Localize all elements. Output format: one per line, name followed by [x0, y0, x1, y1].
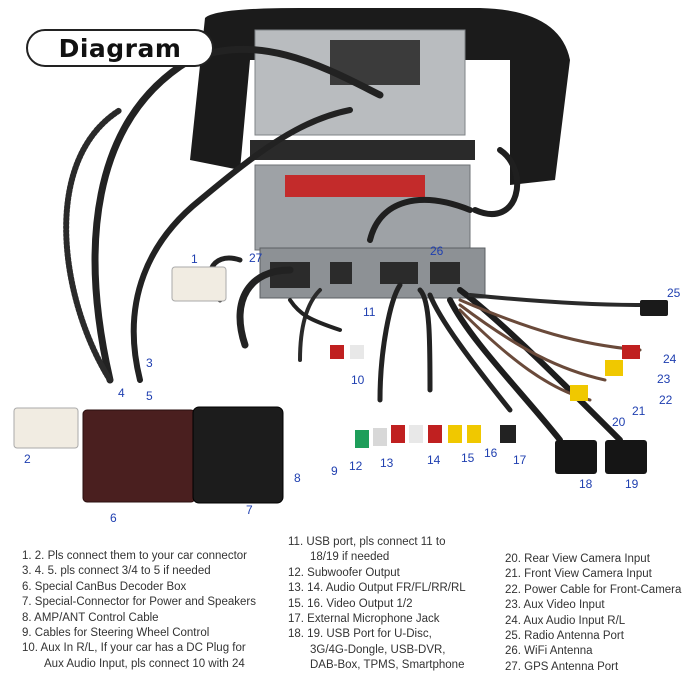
- legend-item: 27. GPS Antenna Port: [505, 660, 619, 673]
- callout-26: 26: [430, 244, 444, 258]
- callout-5: 5: [146, 389, 153, 403]
- callout-24: 24: [663, 352, 677, 366]
- wiring-diagram-illustration: 1 2 3 4 5 6 7 8 9 10 11 12 13 14 15 16 1…: [13, 8, 681, 525]
- callout-19: 19: [625, 477, 639, 491]
- legend-item: 25. Radio Antenna Port: [505, 630, 624, 643]
- legend-item: 3. 4. 5. pls connect 3/4 to 5 if needed: [22, 565, 211, 578]
- special-connector: [192, 406, 284, 504]
- legend-column-2: 11. USB port, pls connect 11 to 18/19 if…: [288, 535, 466, 674]
- connector-1: [171, 266, 227, 302]
- callout-8: 8: [294, 471, 301, 485]
- legend-item: 24. Aux Audio Input R/L: [505, 614, 626, 627]
- legend-item: 18. 19. USB Port for U-Disc,: [288, 628, 432, 641]
- legend-item: DAB-Box, TPMS, Smartphone: [310, 659, 465, 672]
- callout-1: 1: [191, 252, 198, 266]
- legend-item: 1. 2. Pls connect them to your car conne…: [22, 550, 248, 562]
- legend: 1. 2. Pls connect them to your car conne…: [0, 533, 700, 700]
- legend-item: 20. Rear View Camera Input: [505, 553, 650, 565]
- callout-10: 10: [351, 373, 365, 387]
- legend-item: 15. 16. Video Output 1/2: [288, 597, 413, 610]
- cable-bundle: [63, 45, 642, 443]
- legend-item: 8. AMP/ANT Control Cable: [22, 611, 159, 624]
- callout-25: 25: [667, 286, 681, 300]
- legend-item: 21. Front View Camera Input: [505, 568, 652, 581]
- callout-22: 22: [659, 393, 673, 407]
- callout-17: 17: [513, 453, 527, 467]
- callout-12: 12: [349, 459, 363, 473]
- legend-item: 23. Aux Video Input: [505, 599, 605, 612]
- callout-27: 27: [249, 251, 263, 265]
- callout-11: 11: [363, 305, 376, 319]
- canbus-decoder-box: [82, 409, 196, 503]
- legend-item: 3G/4G-Dongle, USB-DVR,: [310, 643, 446, 656]
- legend-item: Aux Audio Input, pls connect 10 with 24: [44, 657, 245, 670]
- connector-2: [13, 407, 79, 449]
- callout-4: 4: [118, 386, 125, 400]
- callout-7: 7: [246, 503, 253, 517]
- legend-item: 22. Power Cable for Front-Camera: [505, 583, 682, 596]
- legend-item: 12. Subwoofer Output: [288, 566, 400, 579]
- callout-labels: 1 2 3 4 5 6 7 8 9 10 11 12 13 14 15 16 1…: [24, 244, 681, 525]
- legend-column-3: 20. Rear View Camera Input 21. Front Vie…: [505, 552, 681, 675]
- antenna-plug: [640, 300, 668, 316]
- legend-item: 10. Aux In R/L, If your car has a DC Plu…: [22, 642, 246, 655]
- title-badge: Diagram: [26, 29, 214, 67]
- legend-item: 13. 14. Audio Output FR/FL/RR/RL: [288, 582, 466, 595]
- diagram-title: Diagram: [58, 33, 182, 63]
- callout-2: 2: [24, 452, 31, 466]
- usb-ports: [555, 440, 647, 474]
- callout-15: 15: [461, 451, 475, 465]
- legend-item: 26. WiFi Antenna: [505, 645, 593, 658]
- legend-item: 18/19 if needed: [310, 551, 390, 564]
- callout-20: 20: [612, 415, 626, 429]
- legend-item: 7. Special-Connector for Power and Speak…: [22, 596, 256, 609]
- rca-connectors: [330, 345, 640, 448]
- callout-23: 23: [657, 372, 671, 386]
- callout-13: 13: [380, 456, 394, 470]
- legend-column-1: 1. 2. Pls connect them to your car conne…: [22, 549, 256, 672]
- callout-16: 16: [484, 446, 498, 460]
- legend-item: 11. USB port, pls connect 11 to: [288, 536, 446, 548]
- callout-3: 3: [146, 356, 153, 370]
- legend-item: 17. External Microphone Jack: [288, 613, 440, 626]
- callout-14: 14: [427, 453, 441, 467]
- callout-18: 18: [579, 477, 593, 491]
- callout-9: 9: [331, 464, 338, 478]
- callout-21: 21: [632, 404, 646, 418]
- legend-item: 6. Special CanBus Decoder Box: [22, 580, 187, 593]
- legend-item: 9. Cables for Steering Wheel Control: [22, 627, 210, 640]
- callout-6: 6: [110, 511, 117, 525]
